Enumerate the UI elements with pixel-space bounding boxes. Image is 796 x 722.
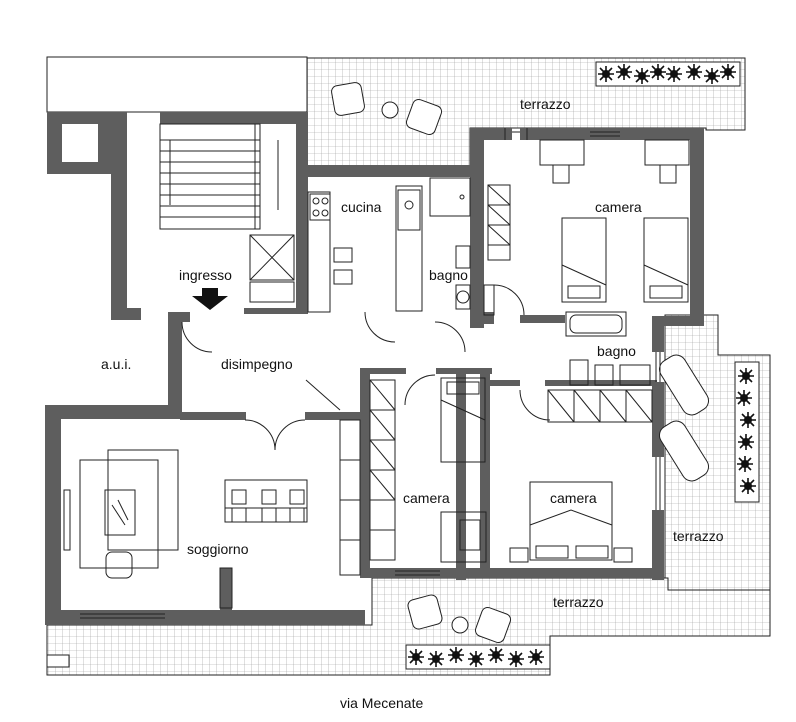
label-cucina: cucina: [341, 199, 382, 215]
bedroom-top-furniture: [539, 139, 690, 303]
label-ingresso: ingresso: [179, 267, 232, 283]
bathroom-1-fixtures: [429, 177, 511, 316]
label-soggiorno: soggiorno: [187, 541, 249, 557]
label-aui: a.u.i.: [101, 356, 131, 372]
label-bagno-2: bagno: [597, 343, 636, 359]
door-swing-icon: [181, 284, 551, 451]
wardrobe: [339, 379, 653, 576]
label-terrazzo-right: terrazzo: [673, 528, 724, 544]
bedroom-right-furniture: [509, 481, 633, 563]
planter-top: [595, 61, 741, 87]
armchair-icon: [331, 82, 512, 644]
bedroom-mid-furniture: [440, 377, 487, 563]
label-camera-mid: camera: [403, 490, 450, 506]
label-camera-right: camera: [550, 490, 597, 506]
kitchen-fixtures: [307, 185, 423, 313]
lounge-chair-icon: [658, 354, 710, 482]
entrance-arrow-icon: [192, 288, 228, 310]
walls: [45, 112, 704, 625]
planter-right: [734, 361, 760, 503]
label-terrazzo-top: terrazzo: [520, 96, 571, 112]
terrace-bottom: [46, 577, 771, 676]
label-camera-top: camera: [595, 199, 642, 215]
living-furniture: [63, 449, 308, 609]
staircase: [159, 123, 279, 230]
label-disimpegno: disimpegno: [221, 356, 293, 372]
label-terrazzo-bottom: terrazzo: [553, 594, 604, 610]
planter-bottom: [405, 644, 551, 670]
label-bagno-1: bagno: [429, 267, 468, 283]
street-label: via Mecenate: [340, 695, 423, 711]
lift: [249, 234, 295, 303]
bathroom-2-fixtures: [565, 311, 651, 386]
windows: [80, 128, 661, 619]
